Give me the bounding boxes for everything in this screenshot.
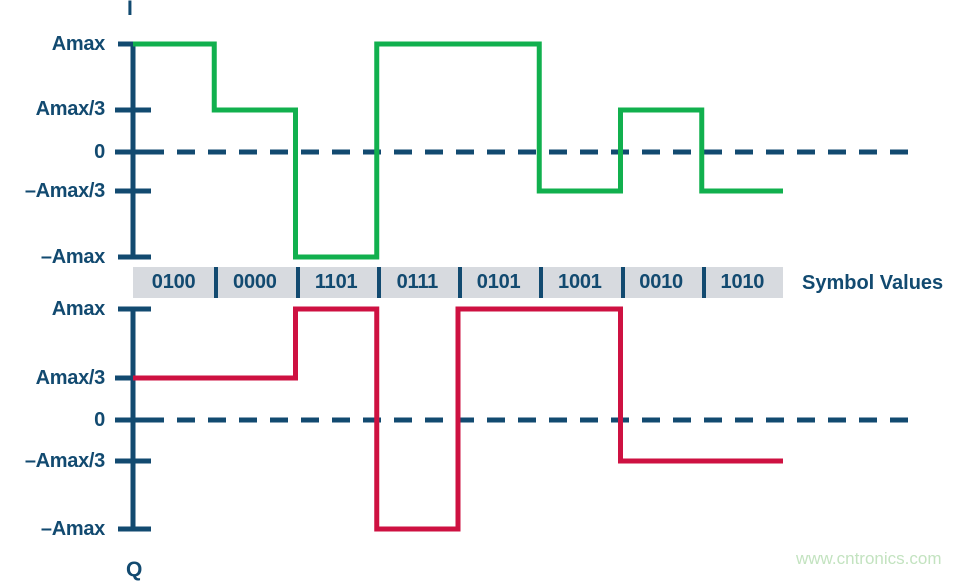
axis-title-q: Q [126,558,143,581]
q-ytick-label-neg-amax-third: –Amax/3 [24,450,105,472]
symbol-cell: 0101 [458,267,539,298]
q-ytick-label-amax: Amax [51,298,106,320]
symbol-cell: 0111 [376,267,458,298]
symbol-values-label: Symbol Values [802,272,944,294]
i-ytick-label-neg-amax-third: –Amax/3 [24,180,105,202]
zero-reference-lines [115,149,915,423]
i-ytick-label-amax: Amax [51,33,106,55]
symbol-cell: 0100 [151,271,196,293]
q-waveform-trace [133,306,783,532]
symbol-values-band: 0100 0000 1101 0111 0101 1001 0010 1010 [133,267,783,298]
q-ytick-label-amax-third: Amax/3 [35,367,106,389]
symbol-cell: 1101 [295,267,377,298]
axis-title-i: I [127,0,133,20]
symbol-cell: 1001 [539,267,620,298]
i-ytick-label-neg-amax: –Amax [40,246,105,268]
i-ytick-label-zero: 0 [94,141,105,163]
symbol-cell: 1010 [701,267,783,298]
i-ytick-label-amax-third: Amax/3 [35,98,106,120]
i-waveform-trace [133,41,783,260]
watermark-text: www.cntronics.com [796,549,942,568]
symbol-cell: 0010 [620,267,702,298]
symbol-cell: 0000 [214,267,295,298]
q-ytick-label-neg-amax: –Amax [40,518,105,540]
q-ytick-label-zero: 0 [94,409,105,431]
